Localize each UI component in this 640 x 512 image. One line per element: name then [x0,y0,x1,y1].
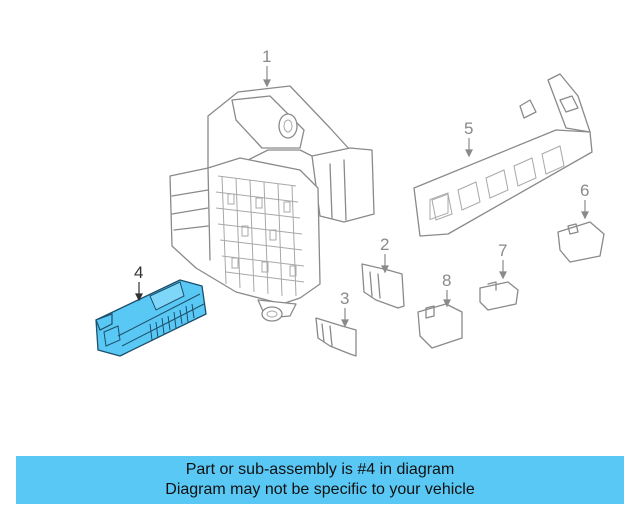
svg-text:2: 2 [380,235,389,254]
svg-text:3: 3 [340,289,349,308]
part-6-relay[interactable] [557,221,605,263]
part-7-relay[interactable] [479,281,519,311]
callout-8: 8 [442,271,451,308]
info-banner: Part or sub-assembly is #4 in diagram Di… [16,456,624,504]
part-4-bracket[interactable] [95,279,207,357]
part-5-fuse-holder[interactable] [413,73,593,237]
fuse-grid [215,175,305,297]
callout-6: 6 [580,181,589,220]
part-8-relay[interactable] [417,303,463,349]
callout-1: 1 [262,47,271,88]
part-1-fuse-box[interactable] [169,85,375,322]
svg-text:1: 1 [262,47,271,66]
banner-line-part: Part or sub-assembly is #4 in diagram [185,461,455,478]
svg-text:6: 6 [580,181,589,200]
callout-3: 3 [340,289,349,328]
callout-2: 2 [380,235,389,274]
svg-text:4: 4 [134,263,143,282]
callout-5: 5 [464,119,473,158]
part-3-fuse[interactable] [315,317,357,357]
svg-text:8: 8 [442,271,451,290]
parts-diagram: 1 2 3 4 5 6 7 8 [95,47,605,357]
svg-text:7: 7 [498,241,507,260]
callout-7: 7 [498,241,507,280]
banner-line-disclaimer: Diagram may not be specific to your vehi… [165,481,475,498]
part-2-fuse[interactable] [361,263,405,309]
callout-4: 4 [134,263,143,302]
svg-text:5: 5 [464,119,473,138]
